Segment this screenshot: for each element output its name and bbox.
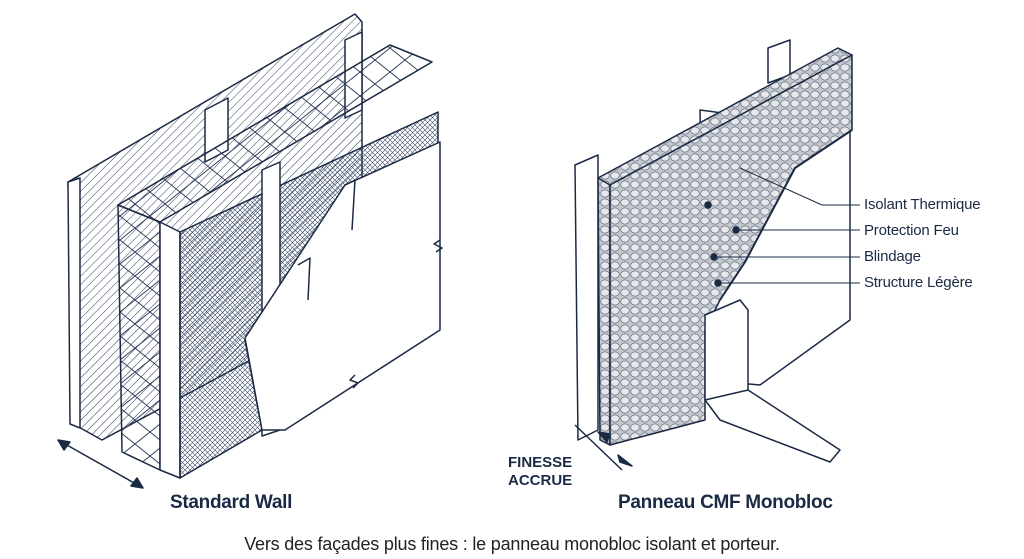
thickness-label: FINESSE ACCRUE bbox=[508, 454, 572, 490]
callout-structure-legere: Structure Légère bbox=[864, 274, 973, 291]
caption: Vers des façades plus fines : le panneau… bbox=[244, 534, 780, 554]
standard-wall-title: Standard Wall bbox=[170, 492, 293, 513]
callout-blindage: Blindage bbox=[864, 248, 921, 265]
post-left bbox=[574, 154, 599, 441]
callout-isolant-thermique: Isolant Thermique bbox=[864, 196, 981, 213]
callout-protection-feu: Protection Feu bbox=[864, 222, 959, 239]
cmf-panel-title: Panneau CMF Monobloc bbox=[618, 492, 833, 513]
thickness-label-line2: ACCRUE bbox=[508, 472, 573, 489]
steel-track bbox=[704, 389, 841, 463]
cmf-panel-drawing bbox=[574, 39, 860, 471]
panel-edge bbox=[597, 171, 611, 446]
standard-wall-drawing bbox=[57, 13, 443, 489]
insulation-face bbox=[117, 204, 161, 471]
insulation-side-trim bbox=[159, 221, 181, 479]
thickness-label-line1: FINESSE bbox=[508, 454, 573, 471]
stud-left bbox=[67, 177, 81, 429]
